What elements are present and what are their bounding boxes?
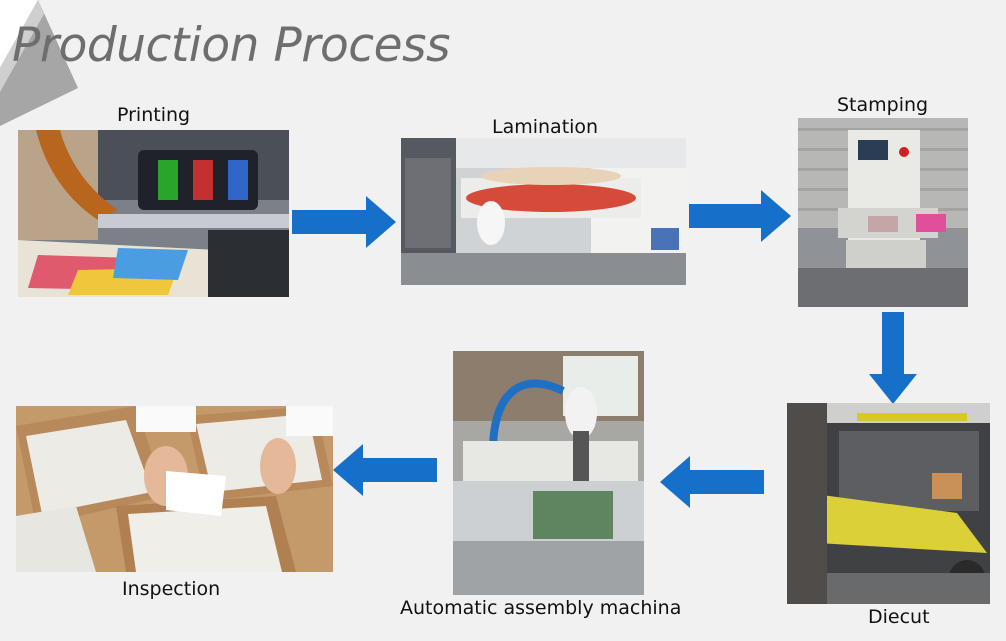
step-label-inspection: Inspection: [122, 578, 221, 600]
photo-inspection: [16, 406, 333, 572]
photo-printing: [18, 130, 289, 297]
arrow-left-1: [660, 456, 764, 508]
photo-lamination: [401, 138, 686, 285]
arrow-down: [869, 312, 917, 404]
photo-diecut: [787, 403, 990, 604]
arrow-left-2: [333, 444, 437, 496]
page-title: Production Process: [12, 18, 451, 73]
step-label-stamping: Stamping: [837, 94, 929, 116]
step-label-lamination: Lamination: [492, 116, 599, 138]
arrow-right-2: [689, 190, 791, 242]
step-label-printing: Printing: [117, 104, 191, 126]
step-label-diecut: Diecut: [868, 606, 930, 628]
photo-assembly: [453, 351, 644, 595]
corner-decoration: [0, 0, 78, 126]
arrow-right-1: [292, 196, 396, 248]
step-label-assembly: Automatic assembly machina: [400, 597, 682, 619]
photo-stamping: [798, 118, 968, 307]
